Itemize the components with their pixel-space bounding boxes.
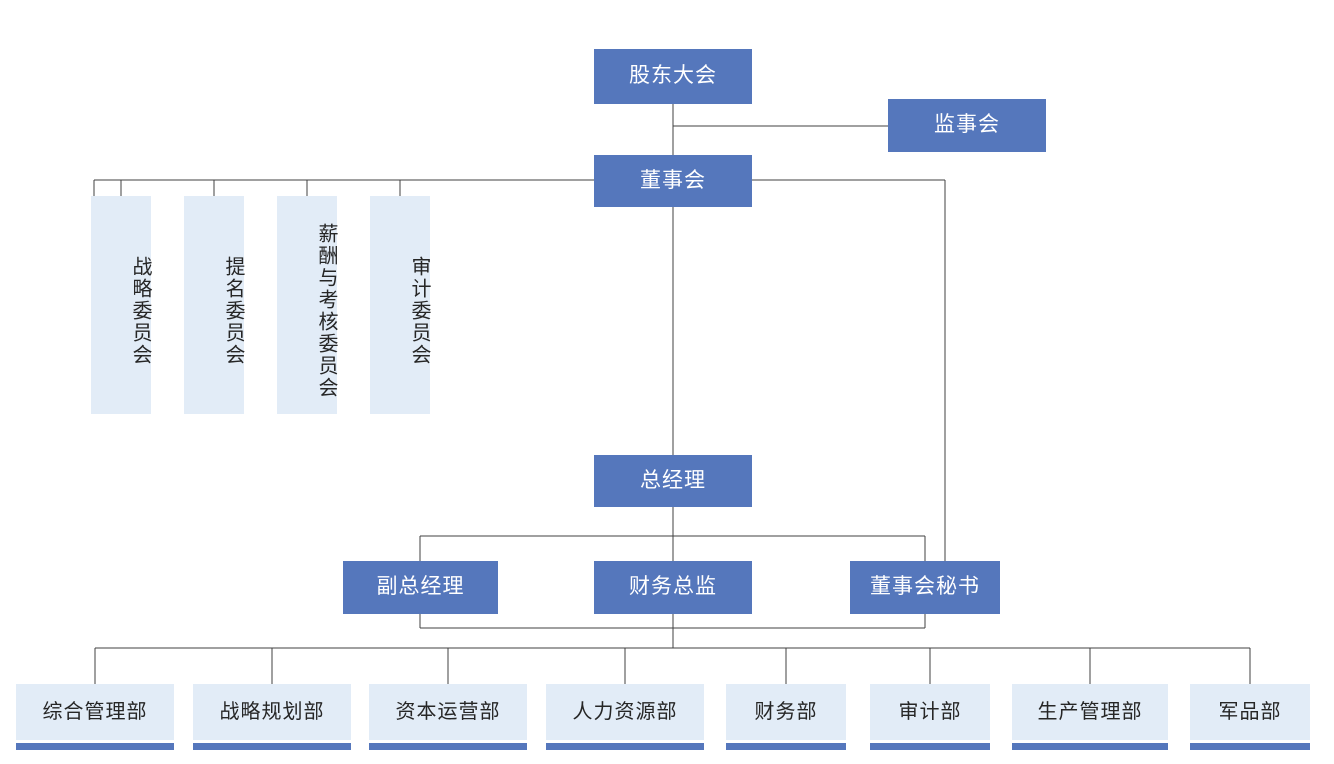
department-accent-bar [1190,743,1310,750]
node-board-secretary[interactable]: 董事会秘书 [850,561,1000,614]
node-department-human-resources[interactable]: 人力资源部 [546,684,704,740]
node-label: 战略委员会 [129,256,151,366]
node-department-production-management[interactable]: 生产管理部 [1012,684,1168,740]
node-department-finance[interactable]: 财务部 [726,684,846,740]
department-accent-bar [193,743,351,750]
node-label: 军品部 [1218,700,1282,723]
node-department-military-products[interactable]: 军品部 [1190,684,1310,740]
node-general-manager[interactable]: 总经理 [594,455,752,507]
node-department-capital-operations[interactable]: 资本运营部 [369,684,527,740]
node-label: 总经理 [640,468,706,492]
node-nomination-committee[interactable]: 提名委员会 [184,196,244,414]
node-supervisory-board[interactable]: 监事会 [888,99,1046,152]
node-label: 审计部 [898,700,962,723]
node-label: 综合管理部 [42,700,148,723]
department-accent-bar [1012,743,1168,750]
node-board-of-directors[interactable]: 董事会 [594,155,752,207]
node-department-audit[interactable]: 审计部 [870,684,990,740]
node-label: 财务总监 [629,575,717,599]
node-deputy-general-manager[interactable]: 副总经理 [343,561,498,614]
node-label: 董事会秘书 [870,575,980,599]
node-department-comprehensive-management[interactable]: 综合管理部 [16,684,174,740]
node-compensation-committee[interactable]: 薪酬与考核委员会 [277,196,337,414]
node-label: 股东大会 [629,64,717,88]
node-label: 董事会 [640,168,706,192]
node-label: 监事会 [934,113,1000,137]
node-strategy-committee[interactable]: 战略委员会 [91,196,151,414]
node-label: 财务部 [754,700,818,723]
department-accent-bar [16,743,174,750]
node-cfo[interactable]: 财务总监 [594,561,752,614]
node-audit-committee[interactable]: 审计委员会 [370,196,430,414]
department-accent-bar [369,743,527,750]
node-label: 审计委员会 [408,256,430,366]
node-label: 人力资源部 [572,700,678,723]
node-label: 薪酬与考核委员会 [315,223,337,399]
node-label: 资本运营部 [395,700,501,723]
department-accent-bar [546,743,704,750]
node-label: 生产管理部 [1037,700,1143,723]
node-label: 战略规划部 [219,700,325,723]
node-label: 副总经理 [376,575,465,599]
node-label: 提名委员会 [222,256,244,366]
department-accent-bar [726,743,846,750]
node-shareholders-meeting[interactable]: 股东大会 [594,49,752,104]
department-accent-bar [870,743,990,750]
node-department-strategic-planning[interactable]: 战略规划部 [193,684,351,740]
